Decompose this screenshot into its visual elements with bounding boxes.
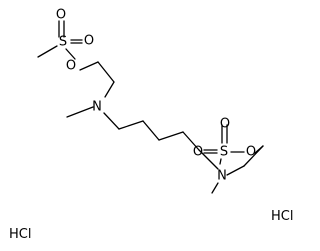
upper-mesylate-group: S O O O	[37, 8, 115, 98]
atom-label-oxygen: O	[84, 34, 94, 49]
bond	[142, 120, 160, 141]
atom-label-sulfur: S	[59, 35, 67, 50]
lower-amine: N	[211, 165, 245, 194]
bond	[118, 120, 144, 130]
bond	[103, 112, 120, 130]
upper-amine: N	[66, 100, 120, 130]
hcl-right-label: HCl	[271, 209, 294, 224]
hexamethylene-chain	[118, 120, 219, 170]
bond	[211, 182, 219, 194]
bond	[37, 45, 58, 58]
bond	[226, 165, 245, 176]
bond	[158, 131, 184, 141]
atom-label-oxygen: O	[246, 145, 256, 160]
atom-label-oxygen: O	[220, 117, 230, 132]
atom-label-nitrogen: N	[217, 169, 227, 184]
atom-label-oxygen: O	[193, 145, 203, 160]
bond	[65, 48, 76, 60]
bond	[198, 149, 219, 170]
atom-label-nitrogen: N	[92, 100, 102, 115]
atom-label-oxygen: O	[56, 8, 66, 23]
bond	[79, 61, 99, 71]
atom-label-oxygen: O	[66, 59, 76, 74]
hcl-left-label: HCl	[9, 227, 32, 242]
bond	[97, 61, 115, 83]
atom-label-sulfur: S	[220, 145, 228, 160]
lower-mesylate-group: S O O O	[193, 117, 264, 167]
bond	[182, 131, 200, 151]
bond	[66, 106, 94, 118]
bond	[104, 81, 115, 98]
bond	[219, 158, 222, 165]
bond	[254, 145, 264, 154]
chemical-structure-diagram: S O O O N N S O O O	[37, 8, 264, 194]
